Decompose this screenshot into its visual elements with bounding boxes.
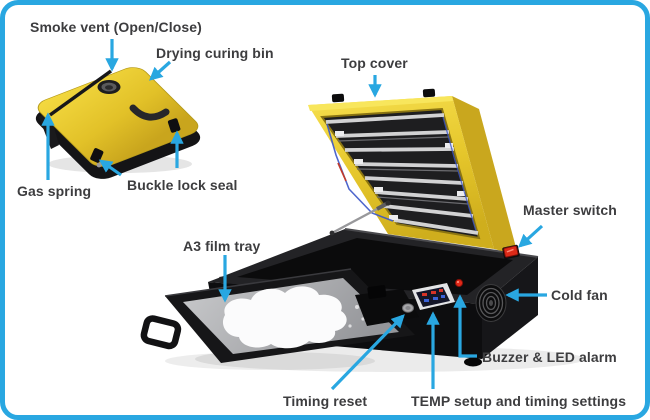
top-cover-open <box>308 88 518 255</box>
buckle-left <box>90 148 104 163</box>
temp-display <box>412 283 455 310</box>
label-smoke-vent: Smoke vent (Open/Close) <box>30 19 202 35</box>
tray-handle <box>140 315 182 350</box>
led-indicator <box>454 278 464 288</box>
gas-spring-rod <box>329 200 391 236</box>
film-sheet <box>222 286 347 349</box>
machine-illustration <box>35 39 585 391</box>
lid-knob <box>422 88 436 98</box>
closed-lid <box>35 67 201 179</box>
lid-knob <box>331 93 345 103</box>
lid-handle-recess <box>129 104 170 121</box>
buckle-pin <box>96 162 102 168</box>
label-top-cover: Top cover <box>341 55 408 71</box>
arrow-drying-curing-bin <box>148 60 172 81</box>
label-timing-reset: Timing reset <box>283 393 368 409</box>
callout-arrows <box>41 39 547 391</box>
arrow-master-switch <box>518 224 544 248</box>
heating-tubes <box>325 113 479 235</box>
label-a3-film-tray: A3 film tray <box>183 238 261 254</box>
label-gas-spring: Gas spring <box>17 183 92 199</box>
arrow-timing-reset <box>330 314 405 391</box>
buckle-right <box>167 118 181 133</box>
label-master-switch: Master switch <box>523 202 617 218</box>
arrow-buckle-lock-left <box>98 159 122 177</box>
reset-button <box>402 303 414 313</box>
master-switch-part <box>502 244 520 260</box>
label-buzzer-led-alarm: Buzzer & LED alarm <box>482 349 617 365</box>
label-buckle-lock-seal: Buckle lock seal <box>127 177 238 193</box>
arrow-buzzer-led-alarm <box>453 294 477 358</box>
label-drying-curing-bin: Drying curing bin <box>156 45 274 61</box>
label-temp-setup: TEMP setup and timing settings <box>411 393 627 409</box>
smoke-vent-hole <box>97 80 121 94</box>
cold-fan-part <box>475 284 507 322</box>
label-cold-fan: Cold fan <box>551 287 608 303</box>
